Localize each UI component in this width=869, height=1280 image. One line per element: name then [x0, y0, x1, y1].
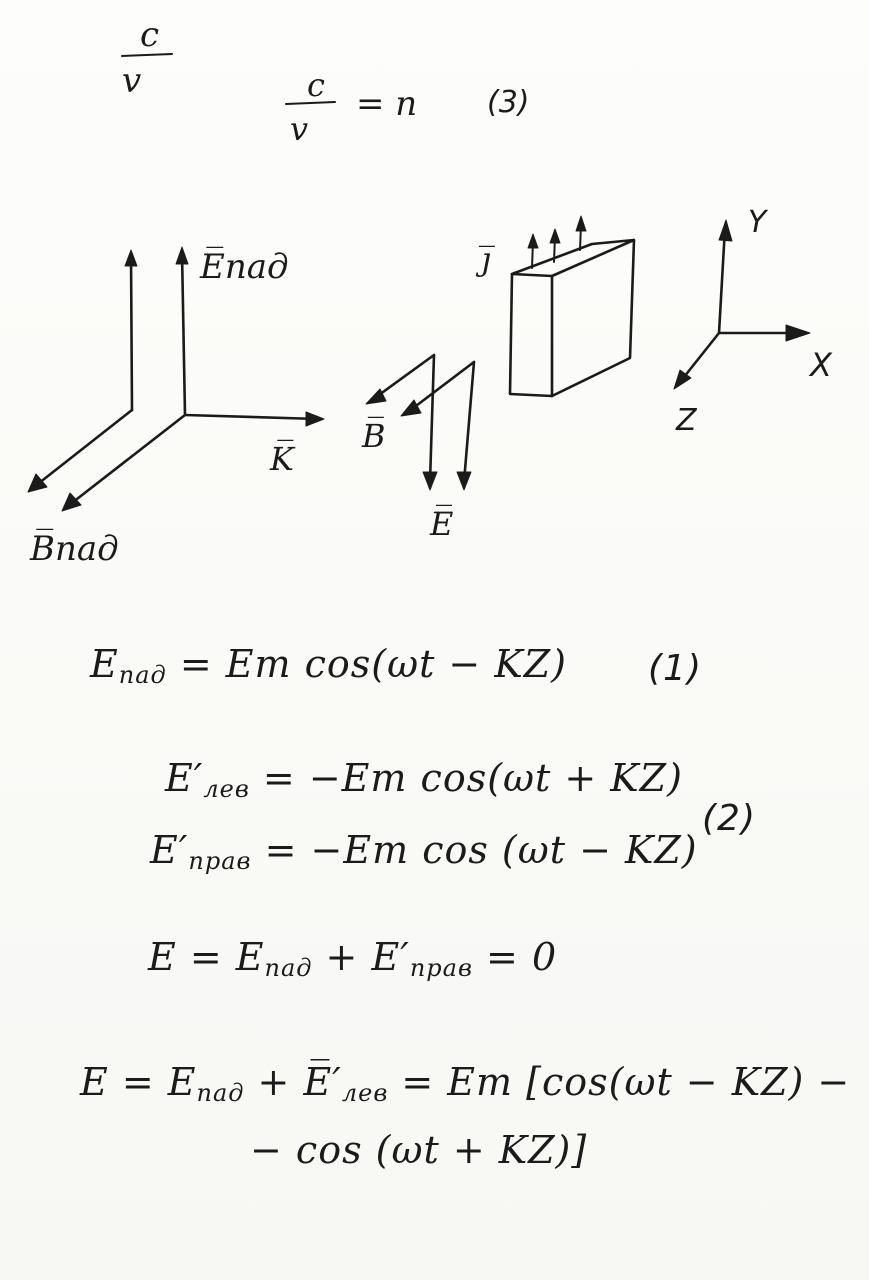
b-arrow-front-head: [61, 492, 82, 512]
eq-final-text: E = E: [80, 1060, 197, 1104]
label-x: X: [808, 346, 833, 384]
eq1-lhs-sub: пад: [118, 661, 167, 689]
k-arrow-shaft: [183, 413, 320, 421]
eq2b-lhs: E′: [150, 828, 189, 872]
label-e-incident: E̅пад: [199, 246, 289, 287]
eq3-rhs: = n: [356, 84, 417, 124]
eq3-fraction-bar: [285, 101, 336, 105]
eq2b-lhs-sub: прав: [188, 847, 252, 875]
eq-final-rhs: = Em [cos(ωt − KZ) −: [388, 1060, 851, 1104]
b-reflected-arrow2-head: [400, 399, 422, 417]
label-b-incident: B̅пад: [29, 528, 119, 569]
label-j: j̅: [475, 240, 495, 278]
eq2-number: (2): [702, 798, 756, 839]
eq3-number: (3): [487, 85, 530, 120]
e-arrow-right-shaft: [180, 250, 187, 417]
equation-final-line1: E = Eпад + E̅′лев = Em [cos(ωt − KZ) −: [80, 1060, 850, 1107]
eq2a-rhs: = −Em cos(ωt + KZ): [262, 756, 683, 800]
plate-front-face: [508, 272, 554, 398]
e-arrow-left-head: [124, 249, 138, 267]
eq1-number: (1): [648, 648, 702, 689]
e-reflected-arrow2-head: [456, 471, 472, 491]
eq1-rhs: = Em cos(ωt − KZ): [179, 642, 567, 686]
label-k: K̅: [269, 439, 296, 478]
equation-2-number: (2): [702, 795, 756, 839]
z-axis-line: [678, 331, 721, 384]
e-reflected-arrow2-shaft: [462, 360, 476, 484]
eq-sum-mid: + E′: [312, 935, 410, 979]
e-arrow-left-shaft: [129, 253, 134, 412]
label-y: Y: [748, 205, 769, 240]
eq-sum-rhs: = 0: [472, 935, 558, 979]
eq-sum-text: E = E: [148, 935, 265, 979]
equation-3: c v = n (3): [285, 66, 530, 148]
current-arrow-3-head: [575, 215, 587, 232]
label-b-reflected: B̅: [361, 416, 386, 455]
b-arrow-back-head: [27, 473, 48, 493]
eq-final-sub2: лев: [341, 1079, 389, 1107]
eq-sum-sub1: пад: [264, 954, 313, 982]
plate-top-face: [510, 238, 636, 278]
eq2a-lhs: E′: [165, 756, 204, 800]
b-reflected-arrow2-shaft: [406, 360, 476, 414]
eq-final-mid: + E̅′: [244, 1060, 342, 1104]
top-fraction-denominator: v: [122, 61, 141, 101]
label-z: Z: [675, 403, 698, 438]
equation-2a: E′лев = −Em cos(ωt + KZ): [165, 756, 683, 803]
eq2b-rhs: = −Em cos (ωt − KZ): [264, 828, 698, 872]
e-arrow-right-head: [175, 246, 189, 265]
plate-side-face: [550, 238, 636, 398]
current-arrow-1-head: [527, 233, 539, 249]
conducting-plate: j̅: [475, 215, 636, 398]
equation-sum: E = Eпад + E′прав = 0: [148, 935, 557, 982]
equation-1: Eпад = Em cos(ωt − KZ): [90, 642, 567, 689]
incident-wave-diagram: E̅пад K̅ B̅пад: [27, 246, 325, 569]
b-reflected-arrow-shaft: [370, 353, 436, 402]
b-arrow-back-shaft: [32, 408, 134, 489]
b-reflected-arrow-head: [365, 388, 387, 405]
current-arrow-2-head: [549, 228, 561, 244]
eq2a-lhs-sub: лев: [203, 775, 250, 803]
label-e-reflected: E̅: [429, 504, 453, 543]
y-axis-head: [718, 219, 733, 242]
eq1-lhs: E: [90, 642, 119, 686]
e-reflected-arrow-shaft: [428, 353, 436, 484]
eq-sum-sub2: прав: [409, 954, 473, 982]
reflected-wave-diagram: B̅ E̅: [361, 353, 476, 543]
equation-2b: E′прав = −Em cos (ωt − KZ): [150, 828, 698, 875]
k-arrow-head: [305, 411, 325, 427]
b-arrow-front-shaft: [66, 413, 187, 508]
y-axis-line: [717, 226, 727, 335]
eq-final-line2-text: − cos (ωt + KZ)]: [250, 1128, 588, 1172]
top-fraction-numerator: c: [140, 15, 159, 55]
e-reflected-arrow-head: [422, 471, 438, 491]
z-axis-head: [673, 369, 692, 390]
eq-final-sub1: пад: [196, 1079, 245, 1107]
equation-1-number: (1): [648, 645, 702, 689]
coordinate-axes: Y X Z: [673, 205, 833, 438]
equation-final-line2: − cos (ωt + KZ)]: [250, 1128, 587, 1172]
top-fraction-bar: [121, 53, 173, 57]
x-axis-head: [785, 324, 811, 342]
eq3-numerator: c: [307, 66, 325, 104]
eq3-denominator: v: [290, 110, 308, 148]
top-fraction: c v: [121, 15, 173, 101]
